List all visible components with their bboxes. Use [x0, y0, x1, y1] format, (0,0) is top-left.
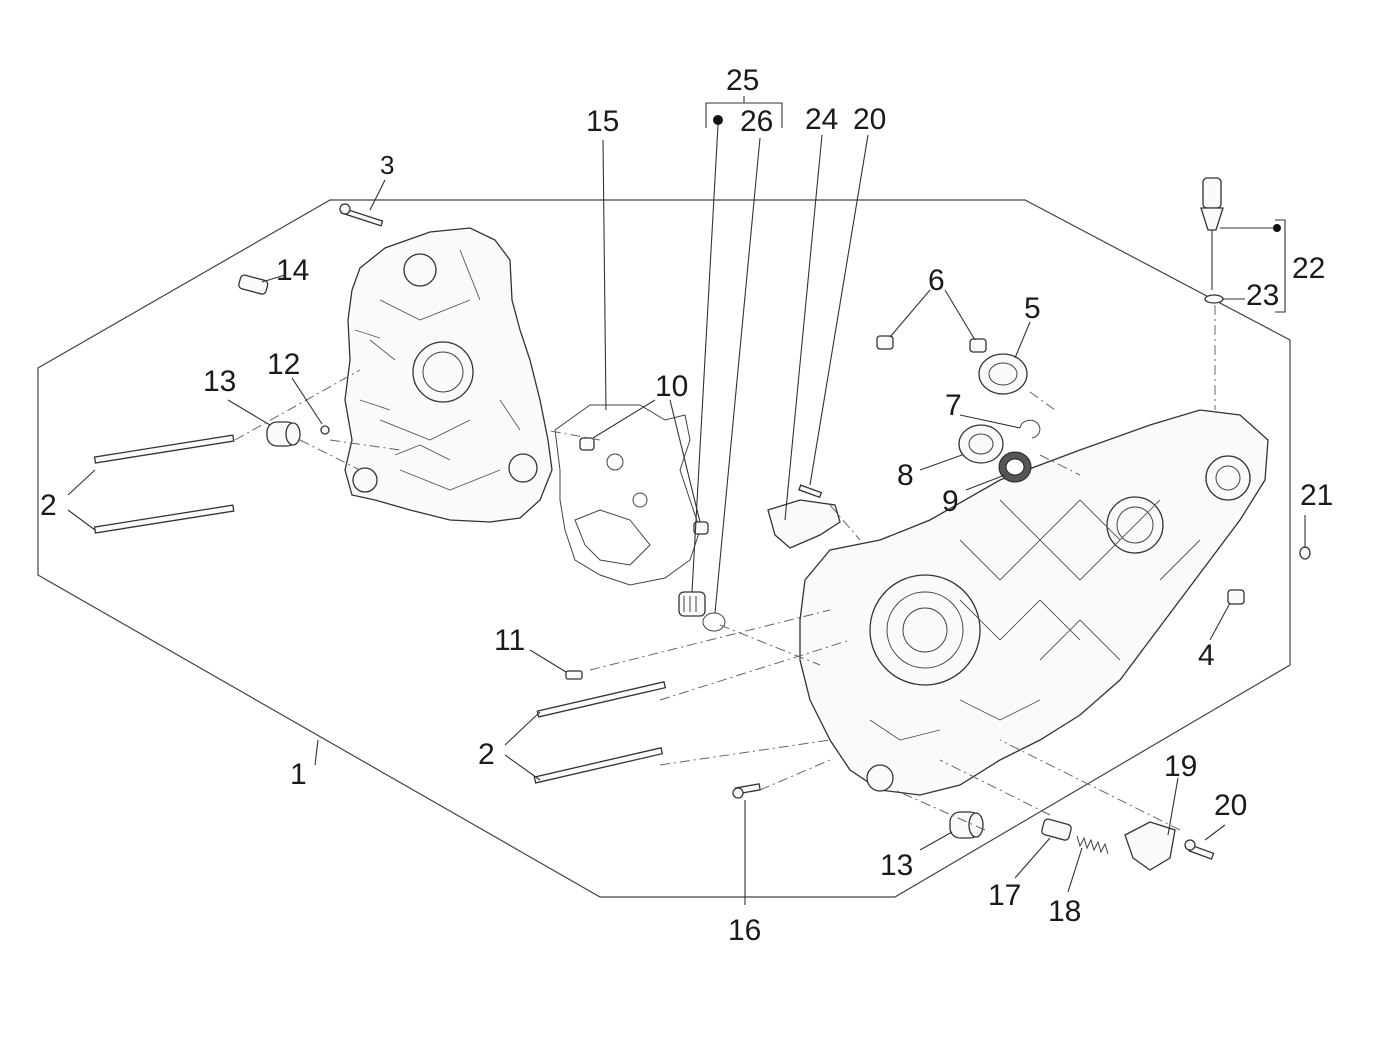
callout-11: 11 — [494, 624, 525, 657]
callout-24: 24 — [805, 103, 838, 136]
callout-6: 6 — [928, 264, 945, 297]
callout-13-left: 13 — [203, 365, 236, 398]
callout-25: 25 — [726, 64, 759, 97]
circlip-7 — [1019, 419, 1041, 439]
callout-19: 19 — [1164, 750, 1197, 783]
callout-20-bottom: 20 — [1214, 789, 1247, 822]
o-ring-26 — [702, 612, 726, 632]
silent-block-13-bottom — [949, 811, 984, 839]
callout-1: 1 — [290, 758, 307, 791]
bearing-5 — [978, 353, 1028, 395]
callout-13-bottom: 13 — [880, 849, 913, 882]
bullet-25 — [713, 115, 723, 125]
pin-17 — [1041, 818, 1072, 841]
bolt-3 — [339, 203, 384, 227]
alignment-lines — [234, 305, 1216, 831]
callout-14: 14 — [276, 254, 309, 287]
bracket-22-23 — [1273, 219, 1286, 313]
callout-2-mid: 2 — [478, 738, 495, 771]
screw-20-bottom — [1184, 839, 1215, 860]
pin-11 — [565, 670, 583, 680]
dowel-4 — [1227, 589, 1245, 605]
callout-22: 22 — [1292, 252, 1325, 285]
stud-upper-mid — [536, 681, 667, 718]
filter-25 — [678, 591, 706, 617]
dowel-6-a — [876, 335, 894, 350]
callout-8: 8 — [897, 459, 914, 492]
washer-23 — [1204, 294, 1224, 304]
dowel-6-b — [969, 338, 987, 353]
dowel-14 — [238, 274, 269, 295]
silent-block-13-left — [266, 421, 301, 447]
plug-12 — [320, 425, 330, 435]
callout-3: 3 — [380, 150, 394, 180]
right-crankcase-half — [799, 409, 1269, 796]
callout-20-top: 20 — [853, 103, 886, 136]
plate-24 — [767, 499, 841, 549]
plug-21 — [1299, 546, 1311, 560]
screw-20-top — [798, 484, 823, 499]
callout-26: 26 — [740, 105, 773, 138]
dipstick-22 — [1200, 177, 1224, 290]
callout-5: 5 — [1024, 292, 1041, 325]
callouts: 1 2 2 3 4 5 6 7 8 9 10 11 12 13 13 14 15… — [40, 64, 1333, 947]
stud-upper-left — [93, 434, 235, 464]
bolt-16 — [732, 783, 761, 799]
plate-19 — [1124, 821, 1176, 871]
bracket-25-26 — [705, 96, 783, 128]
callout-10: 10 — [655, 370, 688, 403]
callout-7: 7 — [945, 389, 962, 422]
leader-lines — [67, 124, 1306, 905]
callout-17: 17 — [988, 879, 1021, 912]
assembly-boundary — [37, 199, 1291, 898]
bullet-22 — [1273, 224, 1281, 232]
callout-12: 12 — [267, 348, 300, 381]
callout-23: 23 — [1246, 279, 1279, 312]
dowel-10-b — [693, 521, 709, 535]
stud-lower-mid — [533, 747, 664, 784]
callout-4: 4 — [1198, 639, 1215, 672]
seal-9 — [998, 451, 1032, 483]
callout-16: 16 — [728, 914, 761, 947]
left-crankcase-half — [344, 227, 553, 523]
callout-2-left: 2 — [40, 489, 57, 522]
spring-18 — [1076, 835, 1109, 855]
stud-lower-left — [93, 504, 235, 534]
dowel-10-a — [579, 437, 595, 451]
callout-15: 15 — [586, 105, 619, 138]
callout-9: 9 — [942, 485, 959, 518]
callout-21: 21 — [1300, 479, 1333, 512]
bearing-8 — [958, 424, 1004, 464]
callout-18: 18 — [1048, 895, 1081, 928]
